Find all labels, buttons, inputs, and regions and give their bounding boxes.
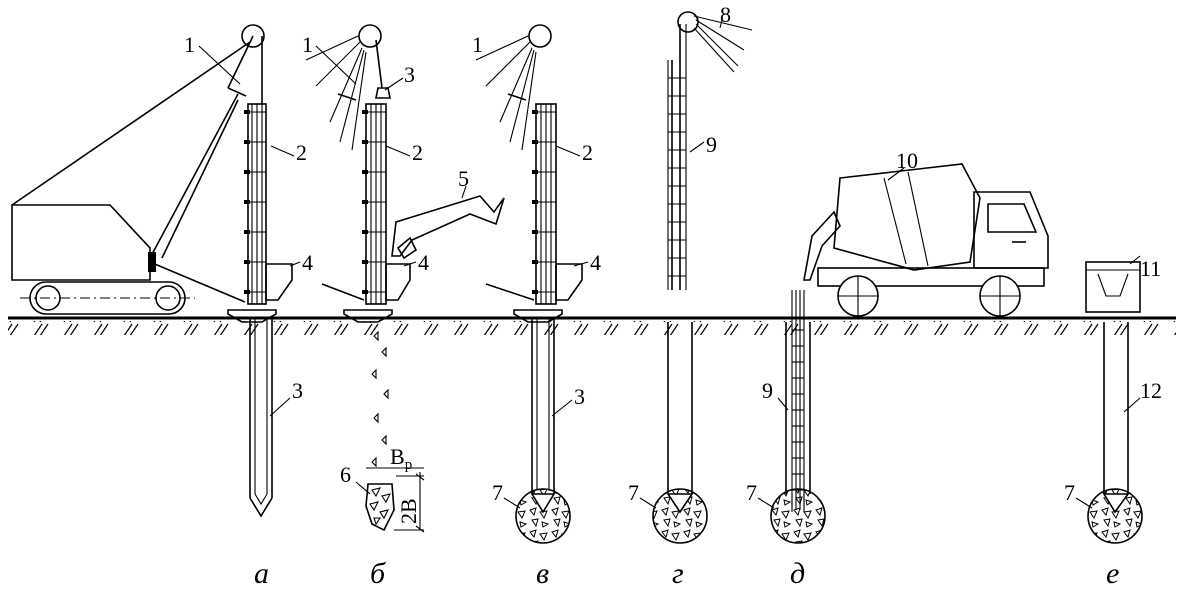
callout-labels: 1 2 4 3 1 3 2 4 5 6 1 2 4 3 7 8 9 7 10 9… <box>184 2 1162 505</box>
callout-4-b: 4 <box>418 250 429 275</box>
cage-rungs-d <box>792 329 804 491</box>
dimension-labels: Bр 2B <box>390 444 421 524</box>
compacted-bulb-d <box>770 488 826 544</box>
dimension-2b: 2B <box>396 498 421 524</box>
ground <box>8 316 1176 335</box>
callout-8-g: 8 <box>720 2 731 27</box>
caption-a: а <box>254 557 269 590</box>
callout-2-a: 2 <box>296 140 307 165</box>
stage-a <box>11 24 301 518</box>
caption-e: е <box>1106 557 1119 590</box>
callout-12-e: 12 <box>1140 378 1162 403</box>
callout-7-e: 7 <box>1064 480 1075 505</box>
compacted-bulb-v <box>515 488 571 544</box>
callout-7-v: 7 <box>492 480 503 505</box>
mast-lattice-b <box>362 104 386 304</box>
callout-3-b: 3 <box>404 62 415 87</box>
callout-7-d: 7 <box>746 480 757 505</box>
cage-rungs-g <box>668 77 686 277</box>
compacted-bulb-g <box>652 488 708 544</box>
callout-5-b: 5 <box>458 166 469 191</box>
callout-9-g: 9 <box>706 132 717 157</box>
stage-g <box>639 11 753 544</box>
dimension-bp: Bр <box>390 444 412 473</box>
stage-d <box>757 163 1049 544</box>
dimension-bp-main: B <box>390 444 405 469</box>
mast-lattice-a <box>244 104 266 304</box>
dimension-bp-sub: р <box>405 457 413 473</box>
callout-2-v: 2 <box>582 140 593 165</box>
caption-v: в <box>536 557 549 590</box>
callout-3-a: 3 <box>292 378 303 403</box>
bore-aggregate-b <box>371 330 389 468</box>
callout-11-e: 11 <box>1140 256 1161 281</box>
stage-e <box>1075 255 1143 544</box>
callout-10-d: 10 <box>896 148 918 173</box>
mast-lattice-v <box>532 104 556 304</box>
callout-7-g: 7 <box>628 480 639 505</box>
callout-1-a: 1 <box>184 32 195 57</box>
callout-1-v: 1 <box>472 32 483 57</box>
callout-3-v: 3 <box>574 384 585 409</box>
callout-4-v: 4 <box>590 250 601 275</box>
stage-captions: а б в г д е <box>254 557 1119 590</box>
caption-g: г <box>672 557 684 590</box>
callout-4-a: 4 <box>302 250 313 275</box>
stage-b <box>305 24 505 533</box>
callout-2-b: 2 <box>412 140 423 165</box>
callout-1-b: 1 <box>302 32 313 57</box>
stage-v <box>475 24 589 544</box>
compacted-bulb-e <box>1087 488 1143 544</box>
callout-9-d: 9 <box>762 378 773 403</box>
rubble-charge-b <box>365 483 395 532</box>
callout-6-b: 6 <box>340 462 351 487</box>
caption-d: д <box>790 557 805 590</box>
caption-b: б <box>370 557 386 590</box>
